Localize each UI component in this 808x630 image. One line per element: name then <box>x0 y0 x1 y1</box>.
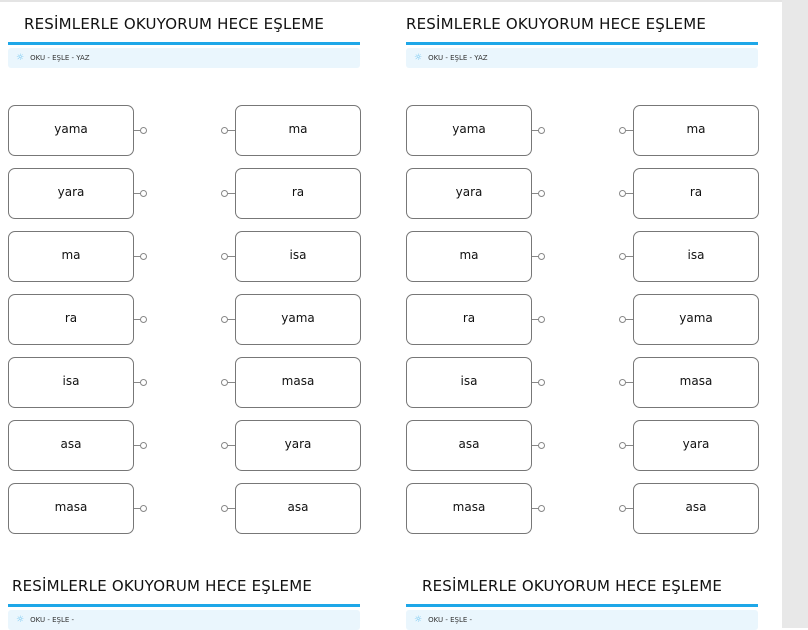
word-card-left: yara <box>8 168 134 219</box>
title-underline <box>406 42 758 45</box>
syllable-card-right: asa <box>633 483 759 534</box>
match-point-left[interactable] <box>140 316 147 323</box>
word-card-left: ra <box>406 294 532 345</box>
title-underline <box>8 604 360 607</box>
syllable-card-right: yama <box>235 294 361 345</box>
match-point-left[interactable] <box>538 505 545 512</box>
connector-line <box>532 130 542 131</box>
lightbulb-icon: ☼ <box>414 615 423 625</box>
word-card-left: yama <box>406 105 532 156</box>
connector-line <box>625 130 635 131</box>
connector-line <box>227 508 237 509</box>
word-card-left: ra <box>8 294 134 345</box>
syllable-card-right: asa <box>235 483 361 534</box>
instruction-text: OKU - EŞLE - <box>428 616 473 624</box>
match-point-left[interactable] <box>140 127 147 134</box>
word-card-left: masa <box>406 483 532 534</box>
instruction-text: OKU - EŞLE - <box>30 616 75 624</box>
instruction-bar: ☼ OKU - EŞLE - <box>8 610 360 630</box>
instruction-bar: ☼ OKU - EŞLE - YAZ <box>8 48 360 68</box>
connector-line <box>227 193 237 194</box>
connector-line <box>625 508 635 509</box>
connector-line <box>134 319 144 320</box>
syllable-card-right: ra <box>633 168 759 219</box>
lightbulb-icon: ☼ <box>16 615 25 625</box>
scrollbar-track[interactable] <box>782 0 808 628</box>
connector-line <box>227 445 237 446</box>
connector-line <box>625 193 635 194</box>
syllable-card-right: yara <box>235 420 361 471</box>
worksheet-title: RESİMLERLE OKUYORUM HECE EŞLEME <box>12 577 313 595</box>
syllable-card-right: ra <box>235 168 361 219</box>
title-underline <box>8 42 360 45</box>
connector-line <box>227 256 237 257</box>
word-card-left: ma <box>406 231 532 282</box>
connector-line <box>532 445 542 446</box>
connector-line <box>532 256 542 257</box>
connector-line <box>227 382 237 383</box>
connector-line <box>134 193 144 194</box>
connector-line <box>134 256 144 257</box>
match-point-left[interactable] <box>140 379 147 386</box>
instruction-text: OKU - EŞLE - YAZ <box>30 54 90 62</box>
connector-line <box>532 319 542 320</box>
connector-line <box>134 508 144 509</box>
match-point-left[interactable] <box>140 253 147 260</box>
connector-line <box>532 508 542 509</box>
match-point-left[interactable] <box>140 505 147 512</box>
instruction-bar: ☼ OKU - EŞLE - YAZ <box>406 48 758 68</box>
connector-line <box>134 445 144 446</box>
word-card-left: isa <box>8 357 134 408</box>
match-point-left[interactable] <box>538 253 545 260</box>
syllable-card-right: ma <box>633 105 759 156</box>
word-card-left: yara <box>406 168 532 219</box>
word-card-left: masa <box>8 483 134 534</box>
word-card-left: ma <box>8 231 134 282</box>
lightbulb-icon: ☼ <box>16 53 25 63</box>
title-underline <box>406 604 758 607</box>
word-card-left: asa <box>8 420 134 471</box>
match-point-left[interactable] <box>538 190 545 197</box>
word-card-left: isa <box>406 357 532 408</box>
connector-line <box>625 319 635 320</box>
word-card-left: yama <box>8 105 134 156</box>
match-point-left[interactable] <box>140 442 147 449</box>
top-border <box>0 0 808 2</box>
connector-line <box>625 256 635 257</box>
instruction-text: OKU - EŞLE - YAZ <box>428 54 488 62</box>
worksheet-title: RESİMLERLE OKUYORUM HECE EŞLEME <box>422 577 723 595</box>
connector-line <box>227 130 237 131</box>
word-card-left: asa <box>406 420 532 471</box>
match-point-left[interactable] <box>140 190 147 197</box>
match-point-left[interactable] <box>538 127 545 134</box>
connector-line <box>625 382 635 383</box>
connector-line <box>625 445 635 446</box>
connector-line <box>134 382 144 383</box>
worksheet-title: RESİMLERLE OKUYORUM HECE EŞLEME <box>406 15 707 33</box>
connector-line <box>227 319 237 320</box>
syllable-card-right: yama <box>633 294 759 345</box>
lightbulb-icon: ☼ <box>414 53 423 63</box>
syllable-card-right: masa <box>235 357 361 408</box>
match-point-left[interactable] <box>538 379 545 386</box>
syllable-card-right: isa <box>235 231 361 282</box>
syllable-card-right: masa <box>633 357 759 408</box>
match-point-left[interactable] <box>538 316 545 323</box>
syllable-card-right: ma <box>235 105 361 156</box>
instruction-bar: ☼ OKU - EŞLE - <box>406 610 758 630</box>
connector-line <box>134 130 144 131</box>
connector-line <box>532 193 542 194</box>
worksheet-title: RESİMLERLE OKUYORUM HECE EŞLEME <box>24 15 325 33</box>
match-point-left[interactable] <box>538 442 545 449</box>
connector-line <box>532 382 542 383</box>
syllable-card-right: yara <box>633 420 759 471</box>
syllable-card-right: isa <box>633 231 759 282</box>
